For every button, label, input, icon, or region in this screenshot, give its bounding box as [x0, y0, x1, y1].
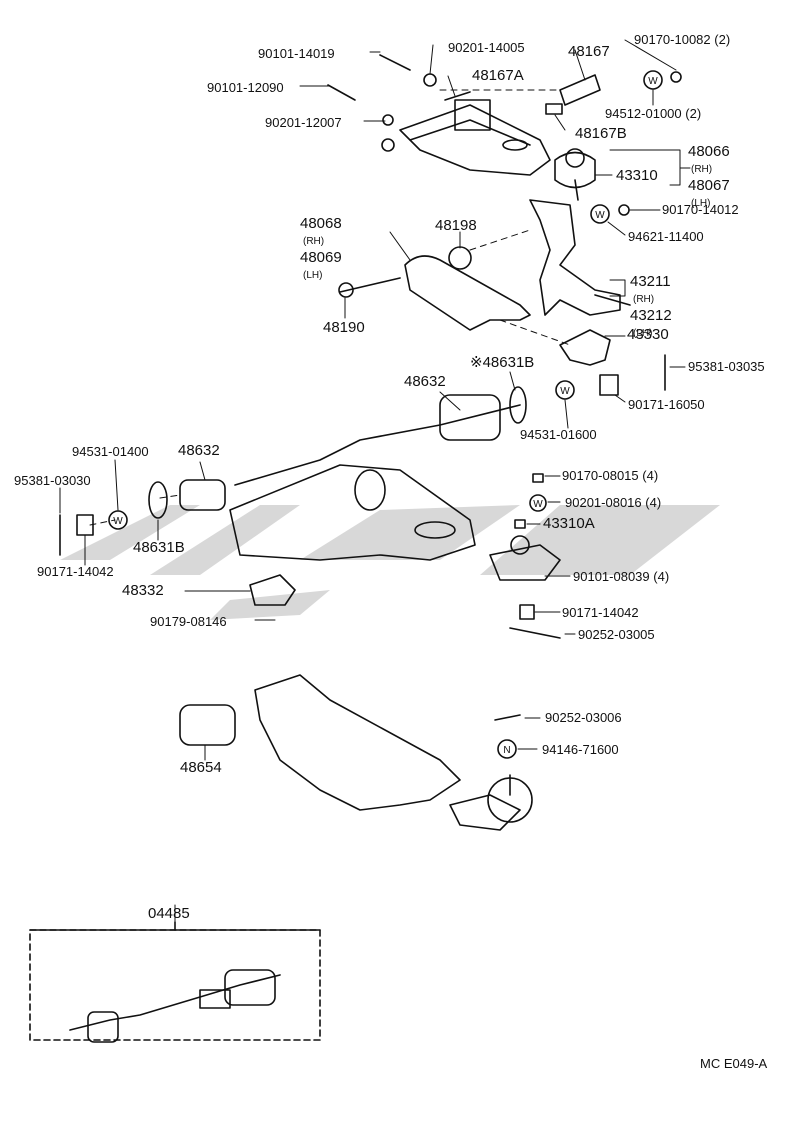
ball-joint-43330-drawing: [559, 329, 611, 366]
part-43310A: 43310A: [543, 515, 595, 532]
kit-strut-rod-drawing: [69, 974, 281, 1031]
part-48654: 48654: [180, 759, 222, 776]
upper-arm-bushing-block: [454, 99, 491, 131]
lower-control-arm-drawing: [229, 464, 476, 561]
part-90171-16050: 90171-16050: [628, 397, 705, 412]
part-95381-03035: 95381-03035: [688, 359, 765, 374]
bumper-48332-drawing: [249, 574, 296, 606]
washer-marks: W W W W W N: [113, 76, 658, 756]
part-48631B-left: 48631B: [133, 539, 185, 556]
strut-bar-drawing: [234, 404, 521, 486]
lower-arm-assembly-drawing: [254, 674, 461, 811]
washer-w-mark-5: W: [533, 499, 543, 510]
washer-w-mark-1: W: [648, 76, 658, 87]
part-90201-14005: 90201-14005: [448, 40, 525, 55]
part-43310: 43310: [616, 167, 658, 184]
part-90201-08016: 90201-08016 (4): [565, 495, 662, 510]
part-48190: 48190: [323, 319, 365, 336]
part-90101-14019: 90101-14019: [258, 46, 335, 61]
part-90179-08146: 90179-08146: [150, 614, 227, 629]
shaft-48167-drawing: [559, 74, 601, 106]
part-90170-14012: 90170-14012: [662, 202, 739, 217]
dust-cover-48068-drawing: [404, 255, 531, 331]
part-90101-08039: 90101-08039 (4): [573, 569, 670, 584]
steering-knuckle-drawing: [529, 199, 621, 316]
part-90252-03006: 90252-03006: [545, 710, 622, 725]
part-90170-10082: 90170-10082 (2): [634, 32, 731, 47]
part-90170-08015: 90170-08015 (4): [562, 468, 659, 483]
part-48198: 48198: [435, 217, 477, 234]
washer-w-mark-3: W: [560, 386, 570, 397]
part-95381-03030: 95381-03030: [14, 473, 91, 488]
ball-joint-43310A-drawing: [489, 544, 561, 581]
part-48066-48067: 48066(RH) 48067(LH): [688, 143, 730, 210]
part-43330: 43330: [627, 326, 669, 343]
part-48632-top: 48632: [404, 373, 446, 390]
kit-04485-box: [29, 929, 321, 1041]
washer-n-mark: N: [503, 745, 510, 756]
washer-w-mark-4: W: [113, 516, 123, 527]
washer-w-mark-2: W: [595, 210, 605, 221]
leader-lines: [59, 39, 691, 923]
part-94621-11400: 94621-11400: [628, 229, 704, 244]
part-94531-01400: 94531-01400: [72, 444, 149, 459]
bolt-90101-12090: [327, 84, 356, 101]
watermark: [60, 505, 720, 620]
bushing-48654-drawing: [179, 704, 236, 746]
part-94146-71600: 94146-71600: [542, 742, 619, 757]
part-48167: 48167: [568, 43, 610, 60]
part-90171-14042-right: 90171-14042: [562, 605, 639, 620]
part-48167A: 48167A: [472, 67, 524, 84]
part-94531-01600: 94531-01600: [520, 427, 597, 442]
part-94512-01000: 94512-01000 (2): [605, 106, 702, 121]
part-48167B: 48167B: [575, 125, 627, 142]
upper-control-arm-drawing: [399, 104, 551, 176]
part-90201-12007: 90201-12007: [265, 115, 342, 130]
part-48332: 48332: [122, 582, 164, 599]
figure-code: MC E049-A: [700, 1056, 768, 1071]
part-90252-03005: 90252-03005: [578, 627, 655, 642]
bolt-90101-14019: [379, 54, 411, 71]
part-48068-48069: 48068(RH) 48069(LH): [300, 215, 342, 282]
ball-joint-43310-drawing: [554, 151, 596, 189]
part-90101-12090: 90101-12090: [207, 80, 284, 95]
part-48632-left: 48632: [178, 442, 220, 459]
part-48631B-top: ※48631B: [470, 354, 535, 371]
part-90171-14042-left: 90171-14042: [37, 564, 114, 579]
part-43211-43212: 43211(RH) 43212(LH): [630, 273, 672, 340]
part-04485: 04485: [148, 905, 190, 922]
